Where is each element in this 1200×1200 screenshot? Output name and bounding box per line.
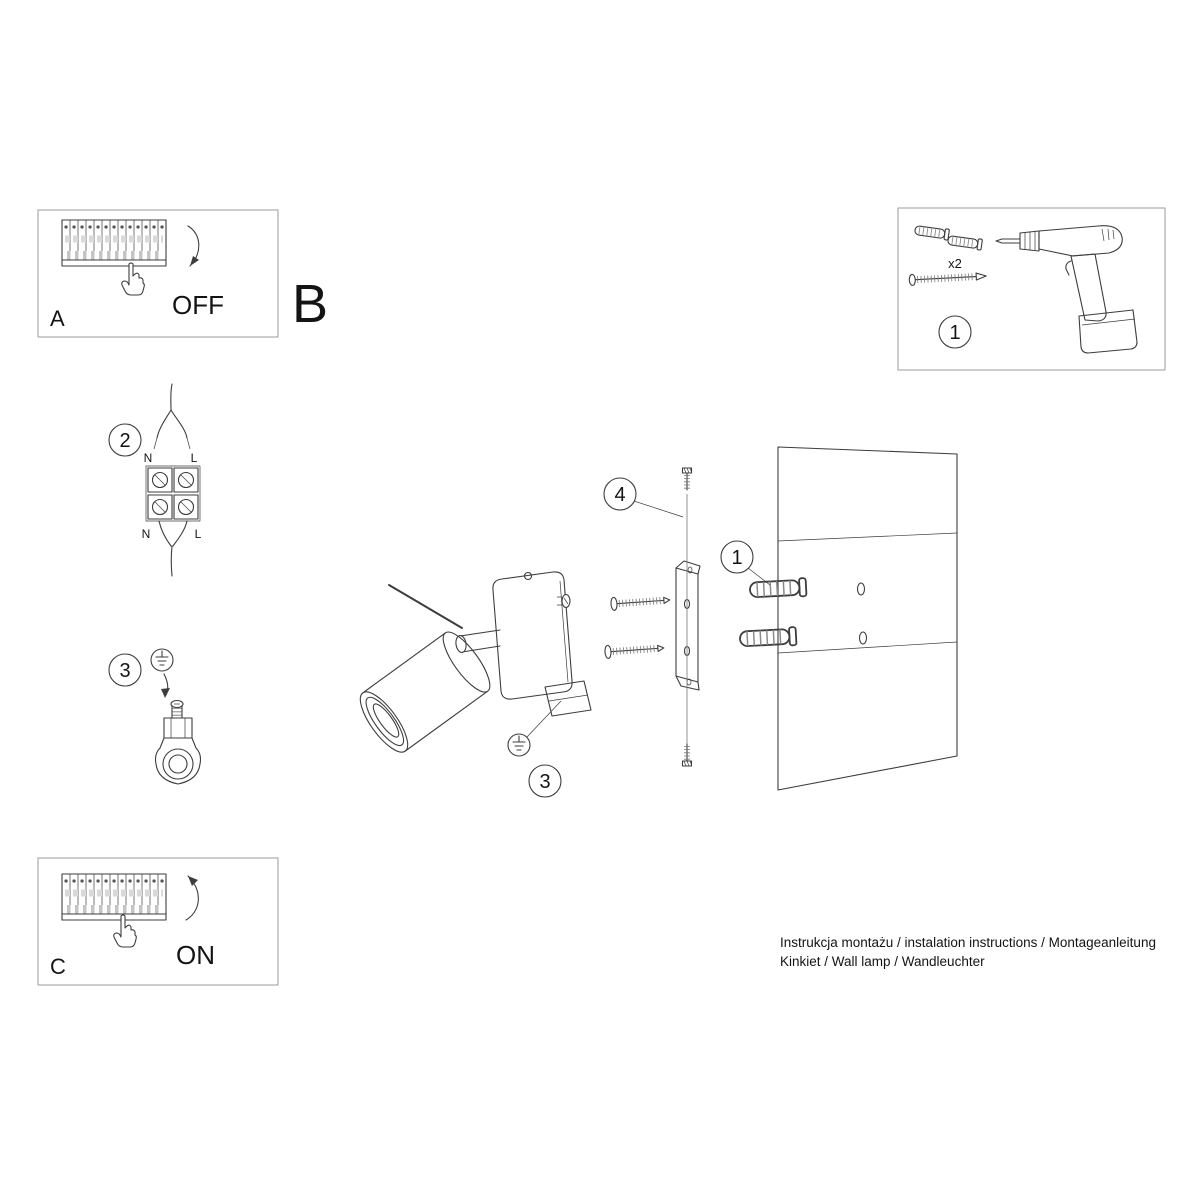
callout-anchor-number: 1 <box>731 547 742 569</box>
wall-plug-icon <box>947 235 982 251</box>
mounting-screw-icon <box>908 272 987 286</box>
switch-on-arrow-icon <box>185 875 199 921</box>
footer-product-line: Kinkiet / Wall lamp / Wandleuchter <box>780 954 985 969</box>
on-label: ON <box>176 940 215 970</box>
plug-count-label: x2 <box>948 256 962 271</box>
breaker-panel-drawing <box>62 220 166 266</box>
section-a-letter: A <box>50 306 65 331</box>
wiring-step: 2 N L N L <box>108 383 202 577</box>
callout-screw-number: 4 <box>614 484 625 506</box>
callout-anchor: 1 <box>720 540 771 586</box>
power-on-box-frame <box>37 857 279 986</box>
breaker-panel-drawing <box>62 874 166 920</box>
ground-arrow-icon <box>161 673 170 698</box>
lamp-backplate-drawing <box>492 571 592 717</box>
wiring-diagram <box>145 383 201 577</box>
kit-step-number: 1 <box>949 322 960 344</box>
earth-screw-icon <box>507 733 531 757</box>
off-label: OFF <box>172 290 224 320</box>
ground-terminal-drawing <box>154 699 202 785</box>
wall-drawing <box>777 446 958 791</box>
wire-label-n-bottom: N <box>142 527 151 541</box>
small-screw-icon <box>681 467 693 491</box>
small-screw-icon <box>681 743 693 767</box>
mounting-kit-box-frame <box>897 207 1166 371</box>
callout-ground: 3 <box>507 700 562 798</box>
spotlight-head-drawing <box>359 631 491 753</box>
power-off-box: OFF A <box>37 209 279 338</box>
mounting-screw-icon <box>610 596 671 611</box>
wire-label-l-top: L <box>191 451 198 465</box>
lamp-pivot-drawing <box>455 629 501 653</box>
wall-plug-icon <box>914 225 949 241</box>
exploded-assembly-drawing: 4 1 3 <box>359 446 958 798</box>
power-off-box-frame <box>37 209 279 338</box>
section-b-letter: B <box>292 274 328 334</box>
section-c-letter: C <box>50 954 66 979</box>
switch-rod-drawing <box>388 584 463 629</box>
wiring-step-number: 2 <box>119 430 130 452</box>
mounting-kit-box: x2 1 <box>897 207 1166 371</box>
wire-label-n-top: N <box>144 451 153 465</box>
power-on-box: ON C <box>37 857 279 986</box>
adjust-screw-icon <box>557 593 571 609</box>
ground-step-circle <box>108 653 142 687</box>
wire-label-l-bottom: L <box>195 527 202 541</box>
ground-step: 3 <box>108 648 202 785</box>
earth-screw-icon <box>150 648 174 672</box>
kit-step-circle <box>938 315 972 349</box>
ground-step-number: 3 <box>119 660 130 682</box>
wall-plug-icon <box>740 627 797 648</box>
footer-instructions-line: Instrukcja montażu / instalation instruc… <box>780 935 1156 950</box>
drill-icon <box>995 225 1138 354</box>
callout-ground-number: 3 <box>539 771 550 793</box>
switch-off-arrow-icon <box>187 225 200 267</box>
mounting-screw-icon <box>604 644 665 659</box>
wiring-step-circle <box>108 423 142 457</box>
callout-screw: 4 <box>603 477 684 518</box>
pointing-hand-icon <box>121 262 145 296</box>
mounting-bracket-drawing <box>675 560 701 691</box>
